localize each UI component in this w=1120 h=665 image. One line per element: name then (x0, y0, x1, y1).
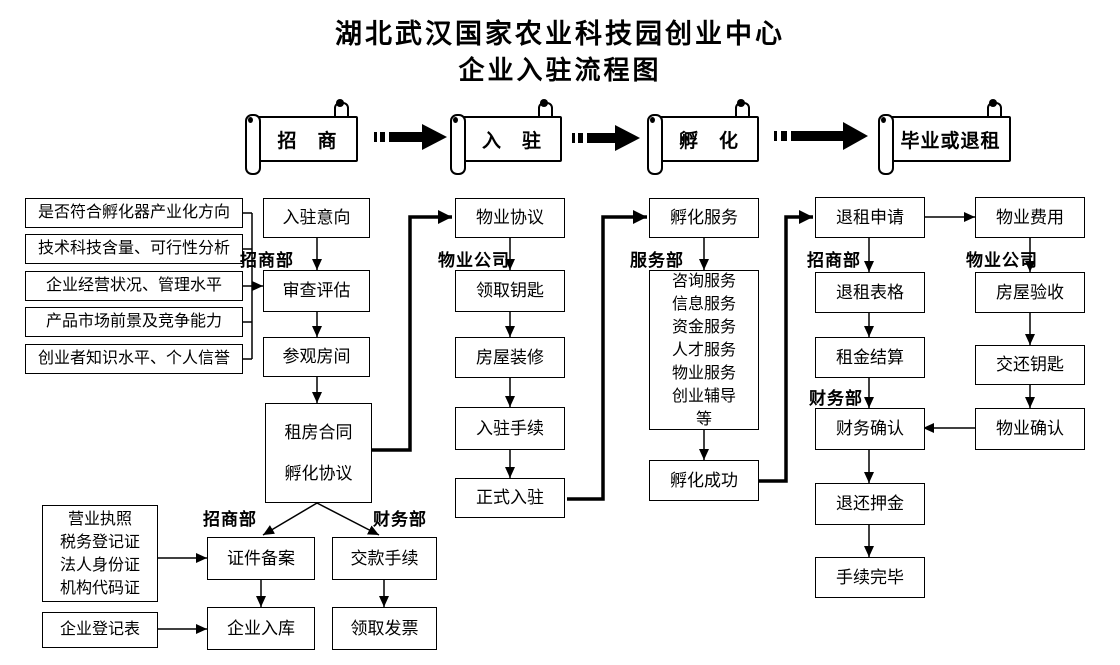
node-deposit-refund: 退还押金 (815, 483, 925, 525)
page-subtitle: 企业入驻流程图 (458, 56, 662, 85)
node-service-list: 咨询服务 信息服务 资金服务 人才服务 物业服务 创业辅导 等 (649, 270, 759, 430)
node-termination-request: 退租申请 (815, 197, 925, 238)
node-room-visit: 参观房间 (263, 337, 370, 377)
node-entry-intent: 入驻意向 (263, 198, 370, 238)
node-return-keys: 交还钥匙 (975, 345, 1085, 385)
service-line-7: 等 (695, 410, 712, 428)
dept-label-wuye-2: 物业公司 (966, 251, 1038, 270)
scroll-side-roll-icon (878, 114, 894, 175)
node-property-confirm: 物业确认 (975, 408, 1085, 450)
node-finance-confirm: 财务确认 (815, 408, 925, 450)
scroll-side-roll-icon (450, 114, 466, 175)
node-checkin-procedure: 入驻手续 (455, 407, 565, 450)
criteria-box-1: 是否符合孵化器产业化方向 (25, 198, 243, 228)
criteria-box-5: 创业者知识水平、个人信誉 (25, 344, 243, 374)
node-company-registry: 企业入库 (207, 607, 315, 650)
dept-label-zhaoshang-2: 招商部 (807, 251, 861, 270)
node-house-inspection: 房屋验收 (975, 272, 1085, 313)
dept-label-caiwu-3: 财务部 (373, 510, 427, 529)
dept-label-fuwu: 服务部 (630, 251, 684, 270)
dept-label-zhaoshang-1: 招商部 (240, 251, 294, 270)
phase-arrow-1 (374, 124, 447, 150)
node-registration-form: 企业登记表 (42, 612, 158, 648)
doc-line-2: 税务登记证 (59, 533, 140, 551)
node-official-checkin: 正式入驻 (455, 478, 565, 518)
banner-label: 招 商 (277, 130, 338, 152)
node-payment-procedure: 交款手续 (332, 537, 437, 580)
doc-line-1: 营业执照 (67, 510, 132, 528)
phase-arrow-3 (774, 122, 868, 150)
node-rent-settlement: 租金结算 (815, 337, 925, 378)
phase-arrow-2 (572, 125, 640, 151)
service-line-6: 创业辅导 (671, 387, 736, 405)
criteria-box-3: 企业经营状况、管理水平 (25, 271, 243, 301)
node-incubation-service: 孵化服务 (649, 198, 759, 238)
service-line-2: 信息服务 (671, 295, 736, 313)
service-line-3: 资金服务 (671, 318, 736, 336)
banner-zhaoshang: 招 商 (245, 99, 358, 175)
banner-ruzhu: 入 驻 (450, 99, 562, 175)
contract-line-1: 租房合同 (284, 422, 353, 442)
dept-label-caiwu-2: 财务部 (809, 389, 863, 408)
banner-graduation: 毕业或退租 (878, 99, 1011, 175)
scroll-side-roll-icon (647, 114, 663, 175)
dept-label-zhaoshang-3: 招商部 (203, 510, 257, 529)
node-review-assessment: 审查评估 (263, 270, 370, 312)
scroll-side-roll-icon (245, 114, 261, 175)
doc-line-4: 机构代码证 (59, 579, 140, 597)
node-contract: 租房合同 孵化协议 (265, 403, 372, 503)
doc-line-3: 法人身份证 (59, 556, 140, 574)
node-certificate-filing: 证件备案 (207, 537, 315, 580)
service-line-4: 人才服务 (671, 341, 736, 359)
phase-link-connectors (372, 210, 813, 501)
page-title: 湖北武汉国家农业科技园创业中心 (335, 19, 785, 49)
criteria-merge-lines (243, 212, 253, 360)
contract-line-2: 孵化协议 (284, 463, 353, 483)
dept-label-wuye-1: 物业公司 (438, 251, 510, 270)
criteria-box-2: 技术科技含量、可行性分析 (25, 234, 243, 264)
node-incubation-success: 孵化成功 (649, 460, 759, 501)
node-procedure-complete: 手续完毕 (815, 557, 925, 598)
node-property-fee: 物业费用 (975, 197, 1085, 238)
banner-label: 孵 化 (678, 130, 739, 152)
node-renovation: 房屋装修 (455, 337, 565, 378)
service-line-1: 咨询服务 (671, 272, 736, 290)
step-arrows (158, 212, 1035, 634)
banner-fuhua: 孵 化 (647, 99, 759, 175)
banner-label: 毕业或退租 (900, 130, 1001, 152)
node-documents-list: 营业执照 税务登记证 法人身份证 机构代码证 (42, 505, 158, 602)
criteria-box-4: 产品市场前景及竞争能力 (25, 307, 243, 337)
banner-label: 入 驻 (481, 130, 542, 152)
node-get-keys: 领取钥匙 (455, 270, 565, 312)
node-get-invoice: 领取发票 (332, 607, 437, 650)
node-property-agreement: 物业协议 (455, 198, 565, 238)
node-termination-form: 退租表格 (815, 272, 925, 313)
service-line-5: 物业服务 (671, 364, 736, 382)
